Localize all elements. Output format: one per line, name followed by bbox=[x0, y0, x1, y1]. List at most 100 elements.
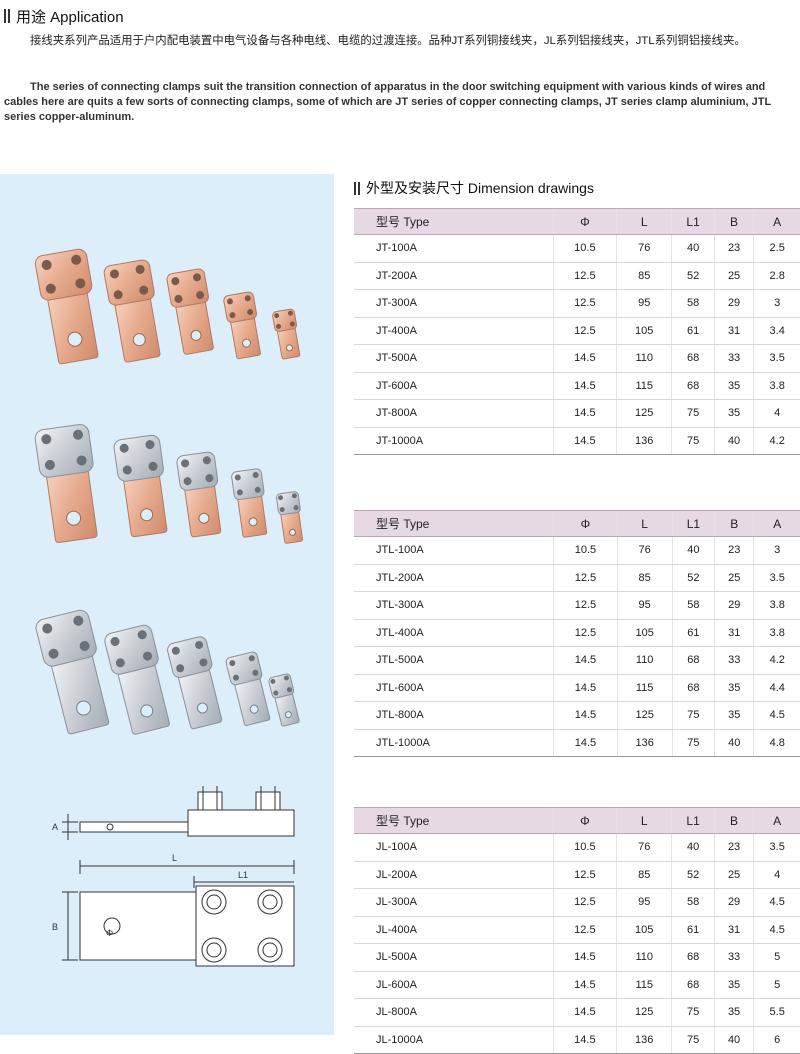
value-cell: 61 bbox=[671, 317, 715, 345]
model-cell: JT-200A bbox=[354, 262, 554, 290]
value-cell: 136 bbox=[616, 427, 672, 455]
value-cell: 14.5 bbox=[553, 729, 618, 757]
column-header: Φ bbox=[552, 208, 617, 235]
value-cell: 110 bbox=[616, 646, 673, 675]
value-cell: 6 bbox=[753, 1026, 800, 1054]
value-cell: 58 bbox=[671, 591, 715, 620]
value-cell: 115 bbox=[616, 674, 673, 702]
value-cell: 75 bbox=[671, 998, 715, 1027]
section-bars-icon bbox=[4, 9, 10, 23]
value-cell: 35 bbox=[713, 399, 754, 428]
model-cell: JT-800A bbox=[354, 399, 554, 428]
value-cell: 12.5 bbox=[552, 262, 617, 290]
value-cell: 85 bbox=[616, 262, 672, 290]
value-cell: 12.5 bbox=[553, 564, 618, 592]
model-cell: JT-1000A bbox=[354, 427, 554, 455]
value-cell: 125 bbox=[616, 701, 673, 730]
dimension-drawing bbox=[62, 786, 295, 967]
value-cell: 40 bbox=[713, 1026, 754, 1054]
model-cell: JL-600A bbox=[354, 971, 554, 999]
product-photo-panel: A L L1 B Φ bbox=[0, 174, 334, 1035]
value-cell: 31 bbox=[713, 317, 754, 345]
value-cell: 35 bbox=[713, 998, 754, 1027]
value-cell: 4.5 bbox=[753, 916, 800, 944]
value-cell: 14.5 bbox=[552, 344, 617, 373]
value-cell: 95 bbox=[616, 591, 673, 620]
value-cell: 25 bbox=[713, 861, 754, 889]
value-cell: 35 bbox=[713, 971, 754, 999]
value-cell: 14.5 bbox=[552, 372, 617, 400]
value-cell: 14.5 bbox=[552, 971, 617, 999]
value-cell: 115 bbox=[616, 971, 672, 999]
value-cell: 4.2 bbox=[753, 427, 800, 455]
value-cell: 58 bbox=[671, 888, 715, 917]
value-cell: 14.5 bbox=[552, 1026, 617, 1054]
value-cell: 35 bbox=[714, 701, 754, 730]
drawing-label-l: L bbox=[172, 853, 177, 863]
value-cell: 115 bbox=[616, 372, 672, 400]
value-cell: 52 bbox=[671, 564, 715, 592]
intro-english: The series of connecting clamps suit the… bbox=[4, 81, 771, 123]
value-cell: 12.5 bbox=[552, 861, 617, 889]
value-cell: 12.5 bbox=[553, 591, 618, 620]
model-cell: JT-600A bbox=[354, 372, 554, 400]
application-title: 用途 Application bbox=[16, 8, 124, 26]
value-cell: 61 bbox=[671, 916, 715, 944]
drawing-label-a: A bbox=[52, 822, 58, 832]
value-cell: 25 bbox=[713, 262, 754, 290]
value-cell: 85 bbox=[616, 564, 673, 592]
value-cell: 12.5 bbox=[552, 888, 617, 917]
column-header: L bbox=[616, 807, 672, 834]
column-header: Φ bbox=[553, 510, 618, 537]
column-header: A bbox=[753, 510, 800, 537]
value-cell: 3.5 bbox=[753, 833, 800, 862]
value-cell: 75 bbox=[671, 1026, 715, 1054]
section-bars-icon bbox=[354, 181, 360, 195]
value-cell: 12.5 bbox=[552, 317, 617, 345]
value-cell: 136 bbox=[616, 1026, 672, 1054]
value-cell: 23 bbox=[713, 833, 754, 862]
value-cell: 110 bbox=[616, 943, 672, 972]
model-cell: JL-300A bbox=[354, 888, 554, 917]
value-cell: 4 bbox=[753, 861, 800, 889]
clamp-products-illustration: A L L1 B Φ bbox=[34, 248, 304, 967]
value-cell: 68 bbox=[671, 372, 715, 400]
value-cell: 75 bbox=[671, 399, 715, 428]
value-cell: 14.5 bbox=[553, 674, 618, 702]
value-cell: 3.8 bbox=[753, 591, 800, 620]
value-cell: 40 bbox=[671, 833, 715, 862]
value-cell: 5.5 bbox=[753, 998, 800, 1027]
value-cell: 3 bbox=[753, 536, 800, 565]
model-cell: JT-300A bbox=[354, 289, 554, 318]
value-cell: 40 bbox=[671, 536, 715, 565]
value-cell: 125 bbox=[616, 399, 672, 428]
jl-aluminum-clamps bbox=[35, 609, 300, 735]
value-cell: 3.8 bbox=[753, 619, 800, 647]
value-cell: 4 bbox=[753, 399, 800, 428]
application-header: 用途 Application bbox=[4, 6, 124, 26]
value-cell: 68 bbox=[671, 674, 715, 702]
value-cell: 14.5 bbox=[552, 427, 617, 455]
model-cell: JT-100A bbox=[354, 234, 554, 263]
value-cell: 68 bbox=[671, 971, 715, 999]
model-cell: JT-400A bbox=[354, 317, 554, 345]
model-cell: JTL-1000A bbox=[354, 729, 554, 757]
value-cell: 75 bbox=[671, 729, 715, 757]
model-cell: JTL-600A bbox=[354, 674, 554, 702]
model-cell: JL-800A bbox=[354, 998, 554, 1027]
model-cell: JT-500A bbox=[354, 344, 554, 373]
